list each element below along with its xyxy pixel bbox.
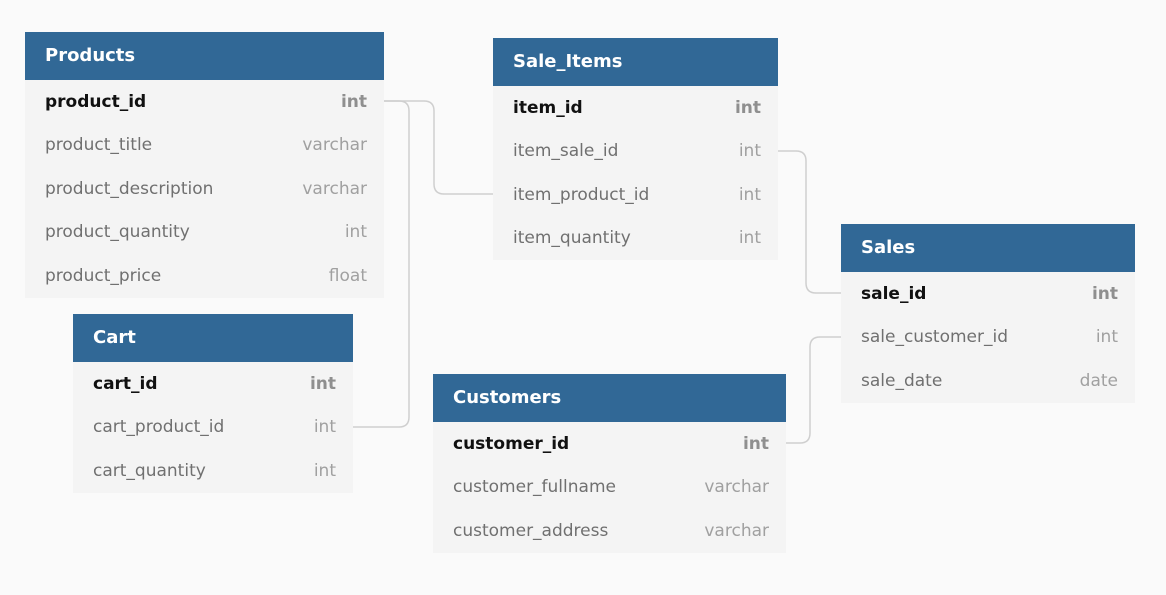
column-type: varchar xyxy=(704,477,769,498)
table-sales[interactable]: Sales sale_id int sale_customer_id int s… xyxy=(841,224,1135,403)
column-name: cart_product_id xyxy=(93,417,225,438)
column-type: int xyxy=(742,433,769,454)
column-type: float xyxy=(328,265,367,286)
table-title: Sales xyxy=(841,224,1135,272)
table-title: Sale_Items xyxy=(493,38,778,86)
table-column-row[interactable]: item_sale_id int xyxy=(493,130,778,174)
column-name: customer_address xyxy=(453,520,609,541)
column-name: sale_date xyxy=(861,370,943,391)
table-column-row[interactable]: cart_id int xyxy=(73,362,353,406)
table-column-row[interactable]: item_id int xyxy=(493,86,778,130)
table-title: Products xyxy=(25,32,384,80)
table-column-row[interactable]: product_description varchar xyxy=(25,167,384,211)
column-name: sale_id xyxy=(861,283,927,304)
column-type: int xyxy=(1091,283,1118,304)
column-type: int xyxy=(738,228,761,249)
table-sale-items[interactable]: Sale_Items item_id int item_sale_id int … xyxy=(493,38,778,260)
table-column-row[interactable]: customer_address varchar xyxy=(433,509,786,553)
column-type: int xyxy=(313,460,336,481)
table-column-row[interactable]: sale_customer_id int xyxy=(841,316,1135,360)
column-name: item_product_id xyxy=(513,184,650,205)
column-type: int xyxy=(309,373,336,394)
connector-sale-items-sales xyxy=(778,150,841,294)
column-name: sale_customer_id xyxy=(861,327,1009,348)
table-title: Cart xyxy=(73,314,353,362)
table-title: Customers xyxy=(433,374,786,422)
table-column-row[interactable]: product_price float xyxy=(25,254,384,298)
column-name: item_quantity xyxy=(513,228,631,249)
table-cart[interactable]: Cart cart_id int cart_product_id int car… xyxy=(73,314,353,493)
column-name: item_id xyxy=(513,97,583,118)
column-type: int xyxy=(313,417,336,438)
column-type: int xyxy=(344,222,367,243)
column-name: product_price xyxy=(45,265,162,286)
column-name: item_sale_id xyxy=(513,141,619,162)
table-column-row[interactable]: product_title varchar xyxy=(25,124,384,168)
table-column-row[interactable]: sale_date date xyxy=(841,359,1135,403)
table-column-row[interactable]: product_quantity int xyxy=(25,211,384,255)
column-name: customer_id xyxy=(453,433,570,454)
column-type: int xyxy=(340,91,367,112)
table-column-row[interactable]: customer_id int xyxy=(433,422,786,466)
table-column-row[interactable]: customer_fullname varchar xyxy=(433,466,786,510)
column-name: product_description xyxy=(45,178,214,199)
connector-products-sale-items xyxy=(384,100,493,195)
table-products[interactable]: Products product_id int product_title va… xyxy=(25,32,384,298)
table-column-row[interactable]: cart_product_id int xyxy=(73,406,353,450)
table-column-row[interactable]: item_product_id int xyxy=(493,173,778,217)
column-type: int xyxy=(738,141,761,162)
column-name: product_quantity xyxy=(45,222,190,243)
column-type: int xyxy=(1095,327,1118,348)
column-type: int xyxy=(734,97,761,118)
column-type: varchar xyxy=(302,135,367,156)
table-column-row[interactable]: item_quantity int xyxy=(493,217,778,261)
column-name: cart_quantity xyxy=(93,460,206,481)
column-type: varchar xyxy=(704,520,769,541)
table-customers[interactable]: Customers customer_id int customer_fulln… xyxy=(433,374,786,553)
table-column-row[interactable]: sale_id int xyxy=(841,272,1135,316)
table-column-row[interactable]: product_id int xyxy=(25,80,384,124)
column-name: product_id xyxy=(45,91,147,112)
column-name: cart_id xyxy=(93,373,158,394)
column-type: varchar xyxy=(302,178,367,199)
column-name: customer_fullname xyxy=(453,477,616,498)
column-name: product_title xyxy=(45,135,153,156)
connector-customers-sales xyxy=(786,336,841,444)
column-type: int xyxy=(738,184,761,205)
table-column-row[interactable]: cart_quantity int xyxy=(73,449,353,493)
column-type: date xyxy=(1079,370,1118,391)
